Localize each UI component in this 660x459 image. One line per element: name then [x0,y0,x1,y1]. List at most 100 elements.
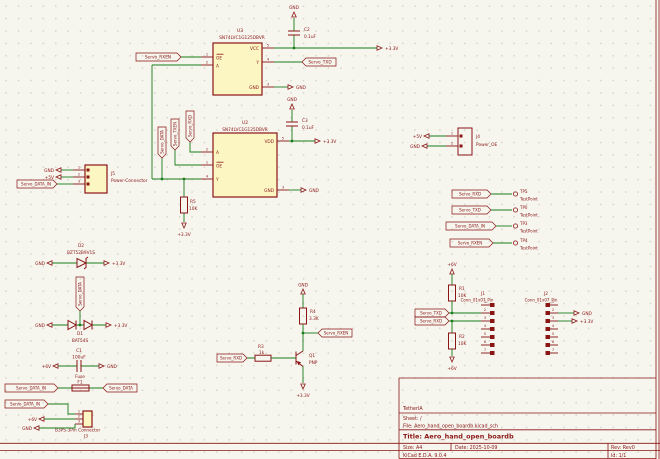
net-label-servo-txen-u2[interactable]: Servo_TXEN [170,118,180,151]
j5-power-connector[interactable]: 1 2 3 J5 Power-Connector [73,164,148,194]
power-6v-c1[interactable]: +6V [42,363,59,370]
power-gnd-j5[interactable]: GND [44,167,62,174]
u2-body [212,132,278,198]
power-gnd-j2[interactable]: GND [573,310,593,317]
power-gnd-u3[interactable]: GND [287,84,307,91]
power-6v-j3[interactable]: +6V [28,416,45,423]
u2-pin-name-a: A [216,150,219,156]
power-6v-r1[interactable]: +6V [447,262,457,275]
u3-buffer-ic[interactable]: U3 SN74LVC1G125DBVR OE A VCC Y GND 1 2 5… [201,28,274,96]
power-gnd-j3[interactable]: GND [22,425,40,432]
testpoint-tp3[interactable]: Servo_DATA_IN TP3 TestPoint [445,221,538,234]
d2-triangle [76,257,88,269]
label-outline [102,383,138,393]
power-gnd-u2[interactable]: GND [300,187,320,194]
label-text: Servo_DATA [160,130,165,154]
wire-j3-data-in [48,403,75,415]
net-label-servo-txd-u3[interactable]: Servo_TXD [301,57,337,67]
power-3v3-d1[interactable]: +3.3V [105,322,127,329]
label-text: Servo_DATA [109,386,133,391]
j3-pin-number-2: 2 [78,415,80,419]
net-label-servo-rxd-j1[interactable]: Servo_RXD [414,316,450,326]
power-gnd-q1[interactable]: GND [298,283,309,295]
net-label-servo-data-d1[interactable]: Servo_DATA [75,276,85,325]
v6-label: +6V [42,364,51,370]
label-outline [16,179,58,189]
u3-pin-name-gnd: GND [249,85,260,91]
power-3v3-r5[interactable]: +3.3V [177,222,191,238]
d1-value: BAT54S [72,338,89,344]
power-gnd-d1[interactable]: GND [35,322,53,329]
power-gnd-j4[interactable]: GND [410,143,428,150]
j3-value: B3PS-3Pin Connector [55,428,100,434]
label-outline [451,205,492,215]
power-3v3-u3[interactable]: +3.3V [376,45,398,52]
d1-bat54s-diode[interactable]: D1 BAT54S [52,319,106,345]
power-gnd-above-c2[interactable]: GND [289,5,300,18]
tp4-ref: TP4 [519,238,528,243]
j1-pin-number-1: 1 [484,300,486,304]
d2-zener-bar [83,256,89,270]
j4-value: Power_OE [476,142,498,148]
u3-pin-number-2: 2 [206,61,208,65]
c3-capacitor[interactable]: C3 0.1uF [286,110,315,141]
j3-servo-connector[interactable]: 1 2 3 B3PS-3Pin Connector J3 [55,410,100,440]
u3-body [212,42,263,96]
net-label-servo-rxen-u3[interactable]: Servo_RXEN [135,52,182,62]
power-3v3-j2[interactable]: +3.3V [571,318,593,325]
net-label-servo-rxen-q1[interactable]: Servo_RXEN [317,328,353,338]
j1-header[interactable]: J1 Conn_01x07_Pin 1 2 3 4 5 6 7 [461,291,495,355]
u3-pin-name-oe: OE [216,56,222,62]
q1-transistor[interactable]: Q1 PNP [295,350,318,367]
net-label-servo-data-u2[interactable]: Servo_DATA [157,126,167,159]
j4-power-oe-connector[interactable]: 1 2 J4 Power_OE [446,127,498,156]
label-text: Servo_RXD [420,319,442,324]
f1-fuse[interactable]: Fuse F1 [58,374,103,392]
power-3v3-q1[interactable]: +3.3V [296,383,310,399]
testpoint-tp0[interactable]: Servo_TXD TP0 TestPoint [451,205,538,218]
v6-arrow-icon [449,356,455,363]
r2-resistor[interactable]: R2 10K [448,332,467,350]
net-label-servo-data-in-j3[interactable]: Servo_DATA_IN [4,399,49,409]
u2-buffer-ic[interactable]: U2 SN74LVC1G125DBVR A OE Y VDD GND 2 1 4… [201,120,289,198]
j2-pin-number-4: 4 [552,324,555,328]
net-label-servo-data-f1[interactable]: Servo_DATA [102,383,138,393]
power-gnd-d2[interactable]: GND [35,260,53,267]
gnd-arrow-icon [300,187,307,193]
v6-arrow-icon [38,416,45,422]
power-gnd-c1[interactable]: GND [98,363,118,370]
power-5v-j5[interactable]: +5V [45,174,62,181]
r3-value: 1k [259,350,265,356]
v33-label: +3.3V [296,393,309,399]
r1-body [448,284,456,302]
j2-header[interactable]: J2 Conn_01x07_Pin 1 2 3 4 5 6 7 [525,291,558,355]
d2-value: BZT52B9V1S [67,250,95,256]
power-5v-j4[interactable]: +5V [413,133,430,140]
j4-pad-2 [459,144,463,148]
wire-u2-a [189,142,201,153]
net-label-servo-rxd-q1[interactable]: Servo_RXD [216,353,248,363]
c1-capacitor[interactable]: C1 100uF [58,348,99,372]
d2-zener-diode[interactable]: D2 BZT52B9V1S [52,243,104,270]
testpoint-tp4[interactable]: Servo_RXEN TP4 TestPoint [449,238,538,251]
power-3v3-u2[interactable]: +3.3V [314,138,336,145]
r5-resistor[interactable]: R5 10K [180,179,198,222]
v33-arrow-icon [105,322,112,328]
gnd-label: GND [410,144,421,150]
r4-resistor[interactable]: R4 3.3K [299,307,319,325]
c2-capacitor[interactable]: C2 0.1uF [288,18,317,48]
title-block[interactable]: TetherIA Sheet: / File: Aero_hand_open_b… [398,377,656,459]
net-label-servo-data-in-f1[interactable]: Servo_DATA_IN [4,383,59,393]
j1-value: Conn_01x07_Pin [461,298,494,303]
testpoint-tp5[interactable]: Servo_RXD TP5 TestPoint [451,189,538,202]
sheet-field: Sheet: / [403,416,422,422]
power-gnd-above-c3[interactable]: GND [287,97,298,110]
j4-pin-number-2: 2 [451,142,453,146]
j1-ref: J1 [480,291,485,297]
power-6v-r2[interactable]: +6V [447,356,457,372]
net-label-servo-data-in-j5[interactable]: Servo_DATA_IN [16,179,58,189]
net-label-servo-rxd-u2[interactable]: Servo_RXD [185,110,195,143]
net-label-servo-txd-j1[interactable]: Servo_TXD [414,308,450,318]
r3-resistor[interactable]: R3 1k [254,344,272,362]
power-3v3-d2[interactable]: +3.3V [103,260,125,267]
